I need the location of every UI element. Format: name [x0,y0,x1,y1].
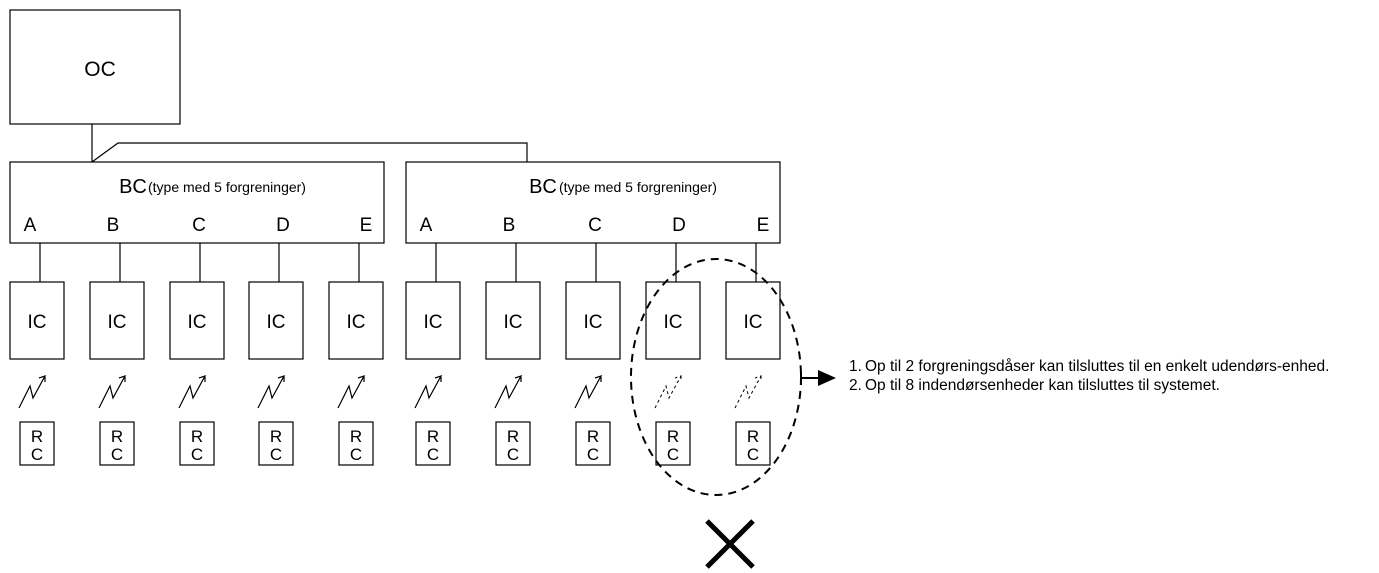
branch-port-label: A [420,215,433,236]
branch-controller-box [405,161,781,244]
outdoor-unit-box [9,9,181,125]
indoor-unit-box [565,281,621,360]
indoor-unit-box [9,281,65,360]
outdoor-unit-label: OC [84,58,116,81]
remote-controller-box [575,421,611,466]
remote-controller-label-top: R [31,427,43,446]
note-number: 1. [849,358,862,375]
indoor-unit-label: IC [267,312,286,333]
indoor-unit-box [169,281,225,360]
remote-controller-label-top: R [427,427,439,446]
notes-list: 1. Op til 2 forgreningsdåser kan tilslut… [849,357,1369,395]
remote-controller-label-top: R [350,427,362,446]
remote-controller-label-top: R [191,427,203,446]
note-item: 2. Op til 8 indendørsenheder kan tilslut… [849,376,1369,395]
lightning-icon [337,374,366,409]
branch-controller-type: (type med 5 forgreninger) [559,179,717,195]
remote-controller-label-bottom: C [667,445,679,464]
remote-controller-label-top: R [747,427,759,446]
remote-controller-box [338,421,374,466]
branch-port-label: B [503,215,516,236]
indoor-unit-label: IC [347,312,366,333]
indoor-unit-label: IC [744,312,763,333]
remote-controller-label-top: R [587,427,599,446]
remote-controller-box [735,421,771,466]
remote-controller-label-bottom: C [747,445,759,464]
branch-controller-type: (type med 5 forgreninger) [148,179,306,195]
indoor-unit-box [485,281,541,360]
lightning-icon [414,374,443,409]
note-item: 1. Op til 2 forgreningsdåser kan tilslut… [849,357,1369,376]
branch-ports-group: A B C D E [420,215,770,236]
branch-port-label: E [757,215,770,236]
lightning-icon [654,375,683,409]
lightning-icon [178,374,207,409]
indoor-unit-box [89,281,145,360]
branch-port-label: D [276,215,290,236]
branch-port-label: E [360,215,373,236]
lightning-icon [494,374,523,409]
remote-controller-box [495,421,531,466]
branch-port-label: D [672,215,686,236]
lightning-icon [257,374,286,409]
remote-controller-box [19,421,55,466]
indoor-unit-box [725,281,781,360]
remote-controller-box [99,421,135,466]
indoor-unit-label: IC [108,312,127,333]
lightning-icon [18,374,47,409]
indoor-unit-label: IC [664,312,683,333]
lightning-icon [98,374,127,409]
remote-controller-box [258,421,294,466]
indoor-unit-label: IC [188,312,207,333]
indoor-unit-box [248,281,304,360]
indoor-unit-box [405,281,461,360]
branch-controller-label: BC [119,176,147,198]
pipe-oc-to-bc [91,124,528,163]
remote-controller-label-top: R [507,427,519,446]
remote-controller-box [655,421,691,466]
note-text: Op til 8 indendørsenheder kan tilsluttes… [865,377,1220,394]
remote-controller-label-top: R [667,427,679,446]
branch-controller-label: BC [529,176,557,198]
remote-controller-label-top: R [111,427,123,446]
arrow-right-icon [800,370,836,386]
indoor-unit-label: IC [28,312,47,333]
branch-port-label: C [192,215,206,236]
remote-controller-label-bottom: C [270,445,282,464]
remote-controller-label-bottom: C [350,445,362,464]
indoor-unit-box [328,281,384,360]
branch-port-label: C [588,215,602,236]
remote-controller-label-top: R [270,427,282,446]
branch-ports-group: A B C D E [24,215,373,236]
remote-controller-label-bottom: C [427,445,439,464]
indoor-unit-label: IC [424,312,443,333]
lightning-icon [574,374,603,409]
indoor-unit-label: IC [584,312,603,333]
note-number: 2. [849,377,862,394]
remote-controller-label-bottom: C [507,445,519,464]
note-text: Op til 2 forgreningsdåser kan tilsluttes… [865,358,1330,375]
remote-controller-box [179,421,215,466]
remote-controller-label-bottom: C [587,445,599,464]
remote-controller-label-bottom: C [111,445,123,464]
remote-controller-box [415,421,451,466]
branch-port-label: B [107,215,120,236]
lightning-icon [734,375,763,409]
remote-controller-label-bottom: C [31,445,43,464]
remote-controller-label-bottom: C [191,445,203,464]
branch-port-label: A [24,215,37,236]
branch-controller-box [9,161,385,244]
cross-mark-icon [705,519,755,569]
indoor-unit-label: IC [504,312,523,333]
